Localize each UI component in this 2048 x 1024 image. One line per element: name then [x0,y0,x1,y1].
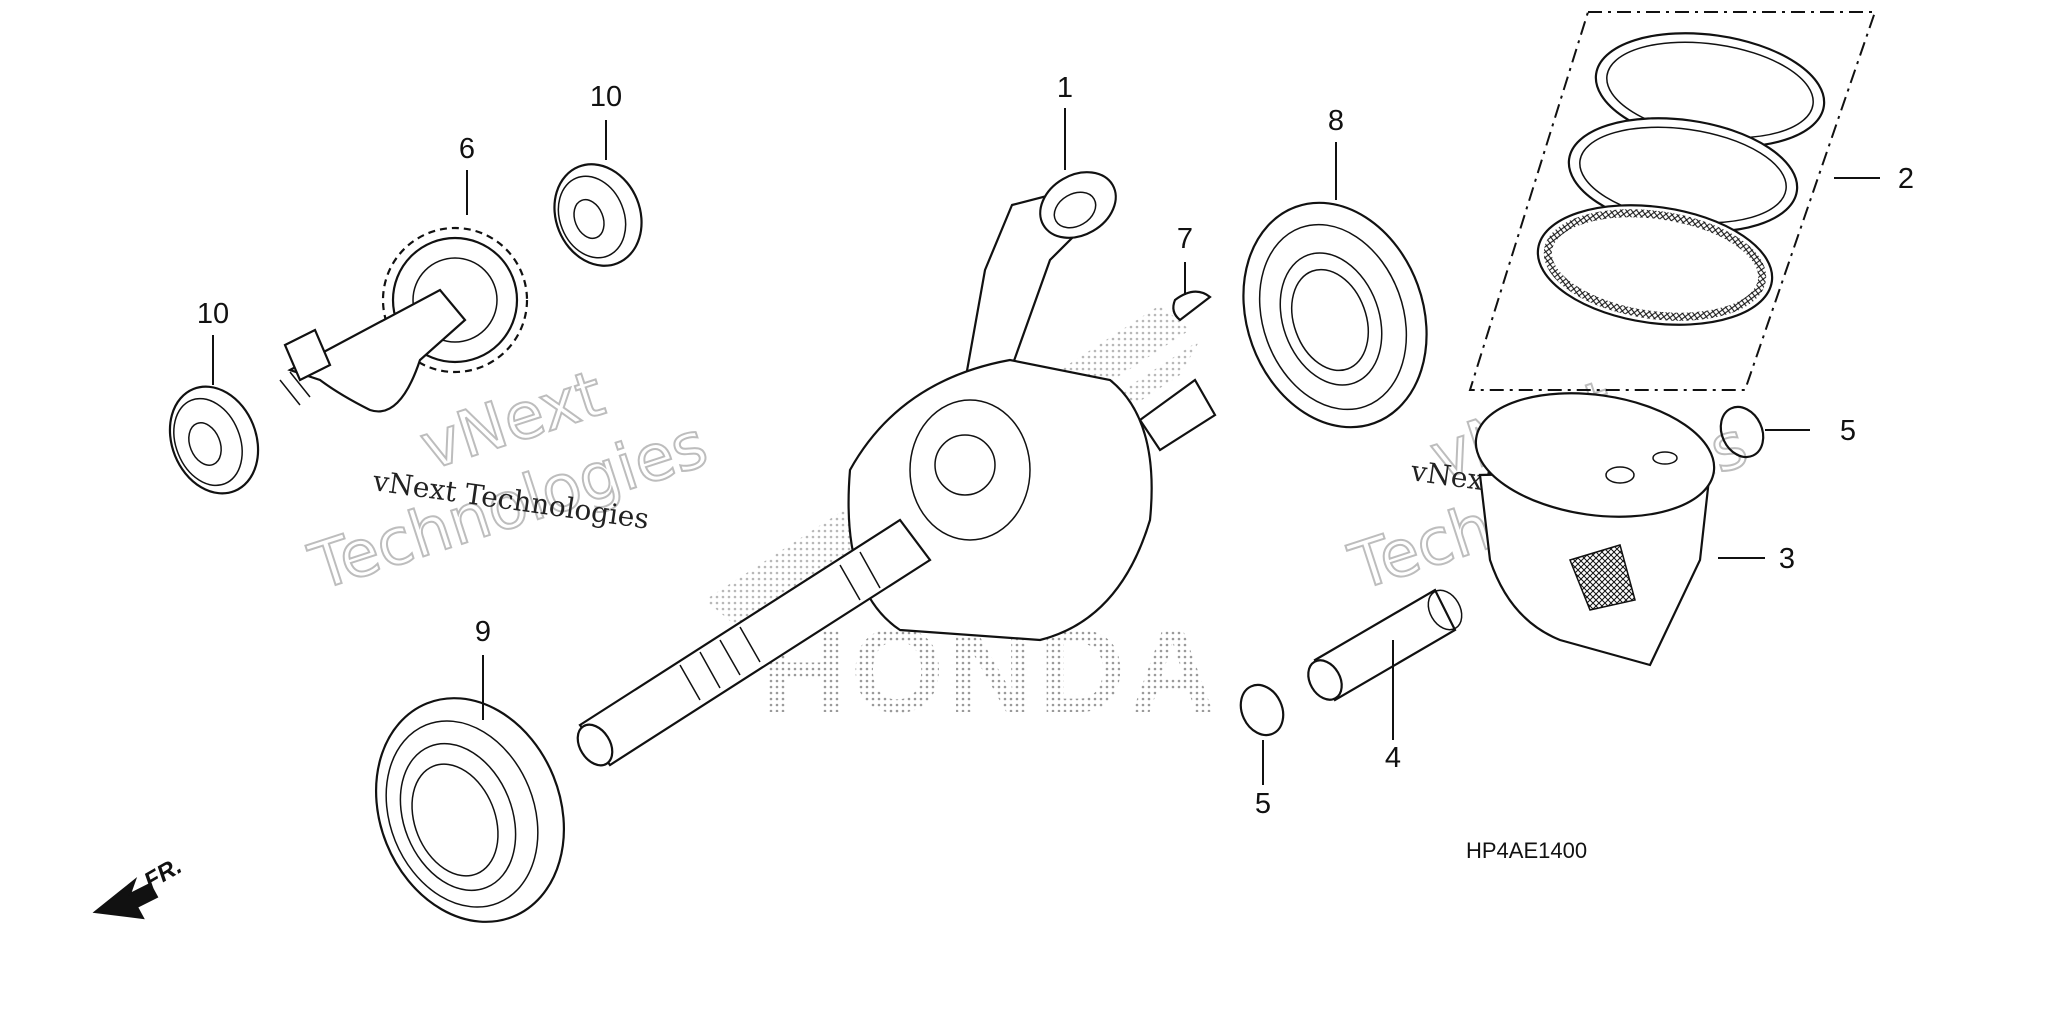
callout-10-left: 10 [197,298,229,330]
callout-5-left: 5 [1255,788,1271,820]
part-3-piston [1474,392,1716,667]
part-5-piston-pin-clip-left [1239,683,1285,737]
part-2-piston-ring-set [1468,11,1877,391]
front-direction-marker: FR. [92,852,186,920]
diagram-code: HP4AE1400 [1466,838,1587,863]
callout-labels: 1 2 3 4 5 5 6 7 8 9 10 10 [197,72,1914,820]
callout-7: 7 [1177,223,1193,255]
part-9-large-bearing [374,697,566,923]
part-6-balancer-shaft [279,226,529,413]
front-arrow-icon [92,877,159,920]
callout-10-top: 10 [590,81,622,113]
callout-6: 6 [459,133,475,165]
callout-3: 3 [1779,543,1795,575]
part-4-piston-pin [1307,588,1463,702]
callout-9: 9 [475,616,491,648]
callout-leader-lines [212,108,1880,785]
callout-1: 1 [1057,72,1073,104]
part-7-woodruff-key [1172,290,1212,322]
part-10-bearing-left [168,385,260,495]
part-1-crankshaft [576,171,1217,767]
callout-5-right: 5 [1840,415,1856,447]
callout-4: 4 [1385,742,1401,774]
part-8-bearing [1242,201,1428,429]
part-5-piston-pin-clip-right [1719,405,1765,459]
part-10-bearing-top [553,163,643,267]
callout-8: 8 [1328,105,1344,137]
callout-2: 2 [1898,163,1914,195]
